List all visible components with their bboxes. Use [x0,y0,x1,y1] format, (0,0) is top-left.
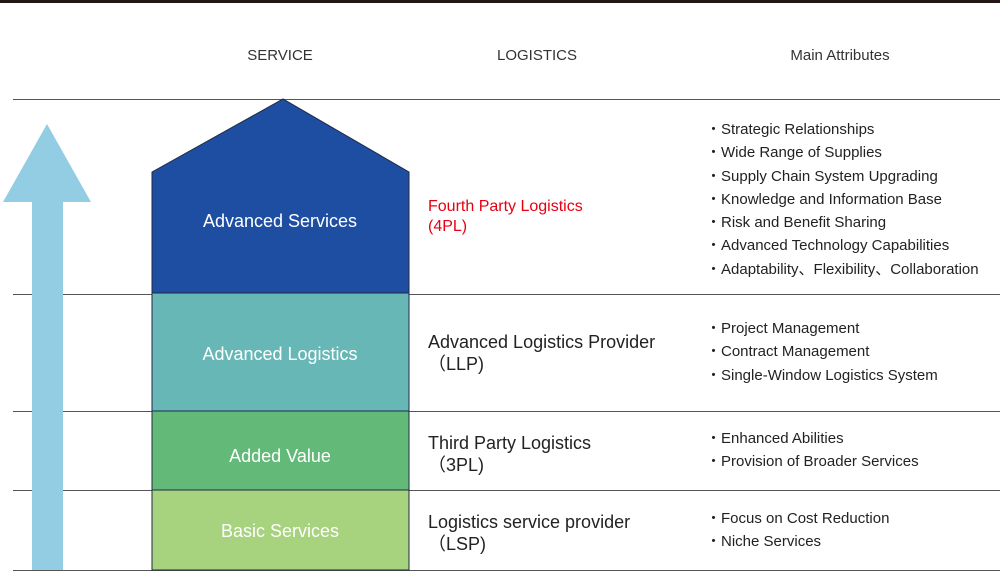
attribute-item: ・Strategic Relationships [706,121,875,138]
logistics-llp: Advanced Logistics Provider （LLP) [428,331,655,375]
logistics-4pl-name: Fourth Party Logistics [428,198,583,215]
header-logistics: LOGISTICS [496,47,578,64]
attribute-item: ・Focus on Cost Reduction [706,510,890,527]
row-divider-bottom [13,570,1000,571]
logistics-4pl: Fourth Party Logistics (4PL) [428,197,583,237]
attributes-lsp: ・Focus on Cost Reduction ・Niche Services [706,507,889,554]
attributes-llp: ・Project Management ・Contract Management… [706,317,938,387]
logistics-llp-abbr: （LLP) [428,354,485,374]
attributes-4pl: ・Strategic Relationships ・Wide Range of … [706,118,979,281]
logistics-llp-name: Advanced Logistics Provider [428,332,656,352]
row-divider-1 [13,294,1000,295]
tier-advanced-services [151,98,410,294]
attribute-item: ・Knowledge and Information Base [706,190,942,208]
row-divider-top [13,99,1000,100]
tier-label-added-value: Added Value [229,446,331,466]
logistics-4pl-abbr: (4PL) [428,218,468,235]
attributes-3pl: ・Enhanced Abilities ・Provision of Broade… [706,427,919,474]
attribute-item: ・Wide Range of Supplies [706,144,882,162]
attribute-item: ・Enhanced Abilities [706,430,844,447]
attribute-item: ・Project Management [706,320,860,337]
logistics-3pl-abbr: （3PL) [428,455,485,475]
logistics-3pl: Third Party Logistics （3PL) [428,432,591,476]
top-border [0,0,1000,3]
attribute-item: ・Provision of Broader Services [706,453,919,471]
tier-label-advanced-logistics: Advanced Logistics [202,344,358,364]
attribute-item: ・Single-Window Logistics System [706,366,938,384]
logistics-lsp-name: Logistics service provider [428,512,631,532]
attribute-item: ・Contract Management [706,343,870,361]
attribute-item: ・Advanced Technology Capabilities [706,237,950,255]
upward-arrow [3,124,91,570]
attribute-item: ・Adaptability、Flexibility、Collaboration [706,260,979,278]
row-divider-2 [13,411,1000,412]
attribute-item: ・Risk and Benefit Sharing [706,214,887,232]
header-service: SERVICE [247,47,313,64]
tier-label-basic-services: Basic Services [220,521,340,541]
tier-label-advanced-services: Advanced Services [202,211,358,231]
logistics-3pl-name: Third Party Logistics [428,433,592,453]
tier-basic-services [151,489,410,571]
attribute-item: ・Niche Services [706,533,822,551]
logistics-lsp-abbr: （LSP) [428,534,487,554]
row-divider-3 [13,490,1000,491]
logistics-lsp: Logistics service provider （LSP) [428,511,630,555]
attribute-item: ・Supply Chain System Upgrading [706,167,938,185]
tier-added-value [151,410,410,491]
header-main-attributes: Main Attributes [790,47,890,64]
